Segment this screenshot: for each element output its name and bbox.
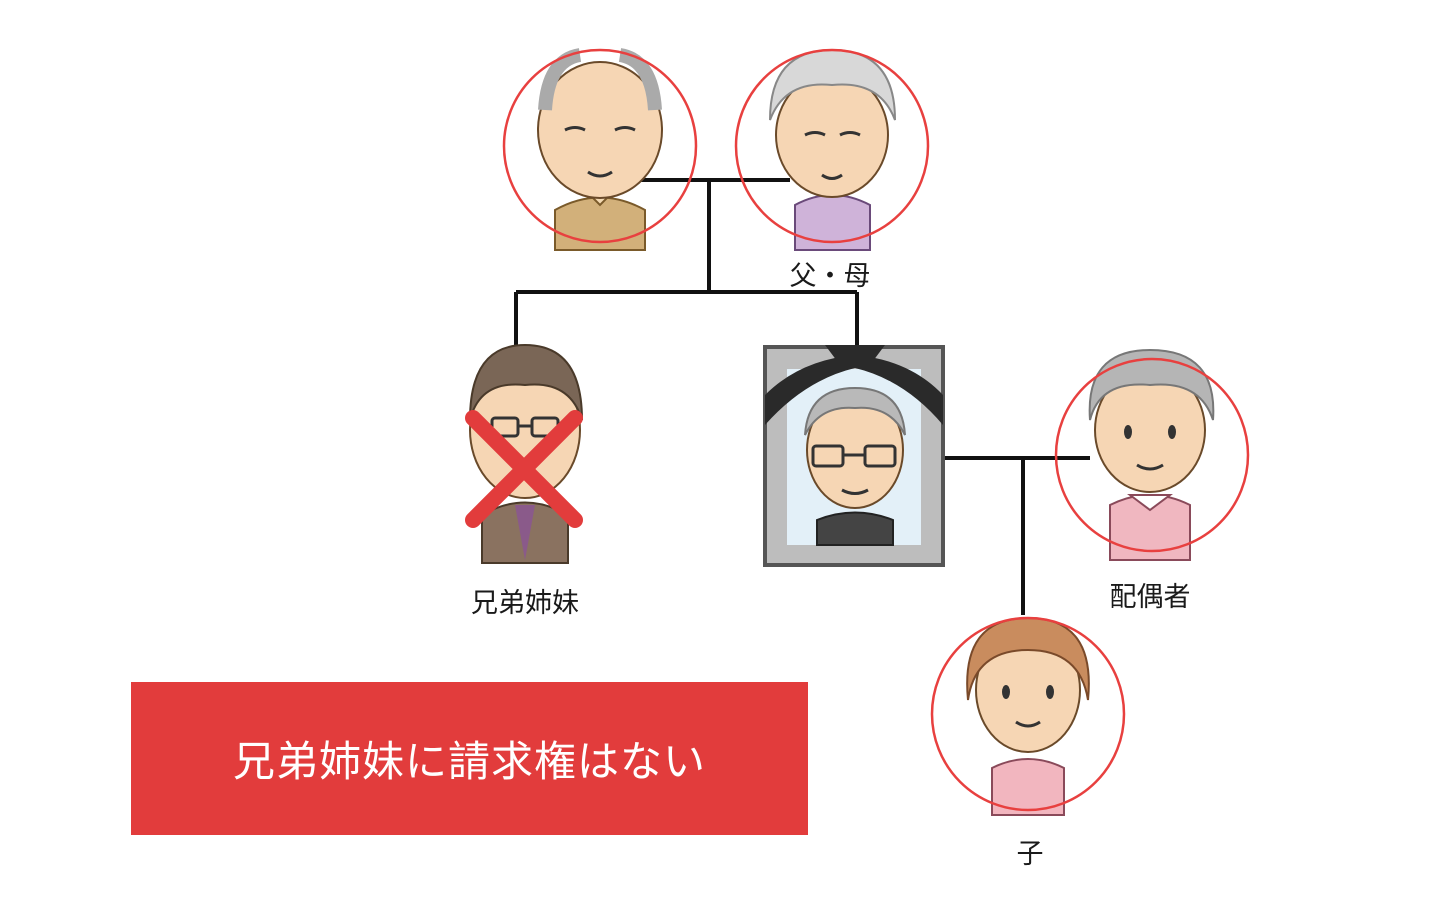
sibling-man-icon	[469, 343, 583, 564]
mourning-ribbon-icon	[765, 345, 943, 425]
child-label: 子	[1016, 839, 1044, 870]
grandfather-icon	[537, 48, 663, 251]
grandfather-circle	[502, 48, 698, 244]
grandmother-icon	[769, 48, 896, 251]
spouse-circle	[1054, 357, 1250, 553]
spouse-label: 配偶者	[1109, 582, 1191, 613]
banner-text: 兄弟姉妹に請求権はない	[232, 737, 706, 786]
child-circle	[930, 616, 1126, 812]
spouse-woman-icon	[1088, 348, 1215, 561]
child-woman-icon	[966, 616, 1090, 816]
siblings-label: 兄弟姉妹	[471, 588, 579, 619]
no-claim-banner: 兄弟姉妹に請求権はない	[131, 682, 808, 835]
parents-label: 父・母	[789, 261, 871, 292]
family-tree-lines	[514, 178, 1090, 615]
grandmother-circle	[734, 48, 930, 244]
cross-mark-icon	[465, 410, 583, 528]
